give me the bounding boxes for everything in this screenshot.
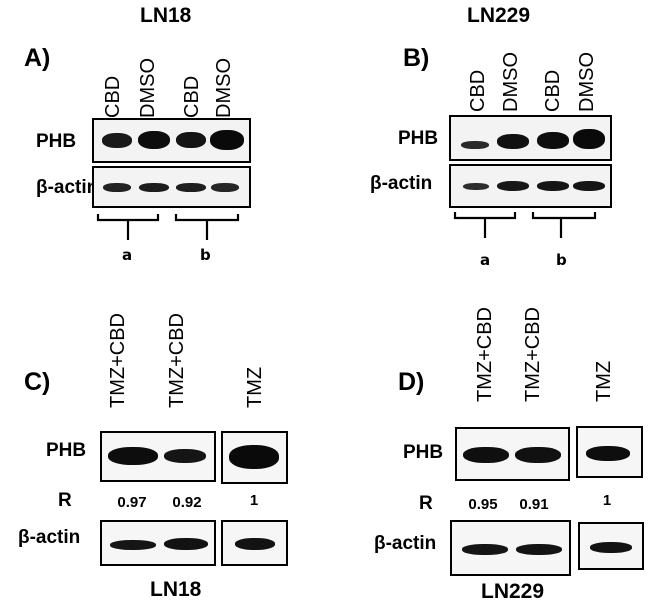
panel-a-phb-band-2 [138,131,170,149]
panel-d-r-label: R [419,493,433,514]
panel-a-actin-band-4 [211,183,239,192]
panel-d-label: D) [398,368,425,396]
panel-b-actin-band-1 [463,183,489,190]
panel-a-lane-2: DMSO [137,58,159,118]
panel-d-lane-1: TMZ+CBD [474,307,496,402]
panel-b-label: B) [403,44,430,72]
panel-c-label: C) [24,368,51,396]
panel-d-lane-2: TMZ+CBD [522,307,544,402]
panel-b-phb-band-1 [461,141,489,149]
panel-d-row-phb: PHB [403,442,444,463]
panel-d-phb-band-1 [463,447,509,463]
panel-a-row-phb: PHB [36,131,77,152]
panel-c-r-value-1: 0.97 [117,494,147,511]
panel-d-actin-band-3 [590,542,632,553]
panel-a-phb-band-1 [102,133,132,148]
panel-b-lane-2: DMSO [500,52,522,112]
panel-c-caption: LN18 [150,578,202,601]
panel-c-actin-band-2 [164,538,208,550]
panel-c-lane-3: TMZ [244,366,266,408]
panel-b-group-a: a [480,251,491,269]
panel-a-actin-blot [92,166,251,208]
panel-d-actin-band-1 [462,544,508,555]
panel-d-r-value-2: 0.91 [519,496,549,513]
panel-b-actin-band-3 [537,181,569,191]
panel-c-lane-2: TMZ+CBD [166,313,188,408]
panel-a-phb-band-3 [176,132,206,148]
panel-a-row-actin: β-actin [36,177,99,198]
panel-b-phb-band-4 [573,129,605,149]
panel-a-phb-blot [92,118,251,163]
panel-b-row-phb: PHB [398,128,439,149]
panel-b-phb-band-2 [497,134,529,149]
panel-b-lane-3: CBD [542,69,564,112]
panel-d-r-value-1: 0.95 [468,496,498,513]
panel-a-group-b: b [200,246,211,264]
panel-d-phb-blot-2 [576,426,643,478]
panel-a-label: A) [24,44,51,72]
panel-b-title: LN229 [467,4,531,27]
panel-c-phb-band-2 [164,449,206,463]
panel-d-actin-band-2 [516,544,562,555]
panel-d-phb-band-3 [586,446,630,461]
panel-c-actin-band-1 [110,540,156,550]
panel-b-phb-band-3 [537,132,569,149]
panel-d-actin-blot-2 [578,522,644,570]
panel-a-actin-band-3 [176,183,206,192]
panel-b-row-actin: β-actin [370,173,433,194]
panel-d-row-actin: β-actin [374,533,437,554]
panel-c-actin-band-3 [235,538,275,550]
panel-d-actin-blot-1 [450,520,571,576]
panel-b-phb-blot [449,115,612,161]
panel-a-lane-3: CBD [181,75,203,118]
panel-b-lane-4: DMSO [576,52,598,112]
panel-c-phb-blot-1 [100,431,216,482]
panel-d-phb-blot-1 [455,427,570,481]
panel-b-actin-band-2 [497,181,529,191]
panel-a-group-a: a [122,246,133,264]
panel-c-r-value-3: 1 [249,492,259,509]
panel-d-r-value-3: 1 [602,492,612,509]
panel-b-group-brackets [453,212,597,238]
panel-c-r-value-2: 0.92 [172,494,202,511]
panel-c-phb-band-3 [229,445,279,469]
panel-c-row-actin: β-actin [18,527,81,548]
panel-c-lane-1: TMZ+CBD [107,313,129,408]
panel-c-actin-blot-1 [100,520,216,566]
panel-d-caption: LN229 [481,580,545,603]
panel-b-actin-blot [449,164,612,208]
panel-c-actin-blot-2 [221,520,288,566]
panel-c-phb-band-1 [108,447,158,465]
panel-a-actin-band-2 [139,183,169,192]
panel-c-phb-blot-2 [221,431,288,484]
panel-a-lane-1: CBD [102,75,124,118]
panel-a-title: LN18 [140,4,192,27]
panel-c-row-phb: PHB [46,440,87,461]
panel-b-actin-band-4 [573,181,605,191]
panel-c-r-label: R [58,490,72,511]
panel-d-lane-3: TMZ [593,360,615,402]
panel-a-phb-band-4 [210,130,244,150]
panel-d-phb-band-2 [515,447,561,463]
panel-a-lane-4: DMSO [213,58,235,118]
panel-b-group-b: b [556,251,567,269]
panel-a-actin-band-1 [103,183,131,192]
panel-a-group-brackets [96,214,240,240]
panel-b-lane-1: CBD [467,69,489,112]
